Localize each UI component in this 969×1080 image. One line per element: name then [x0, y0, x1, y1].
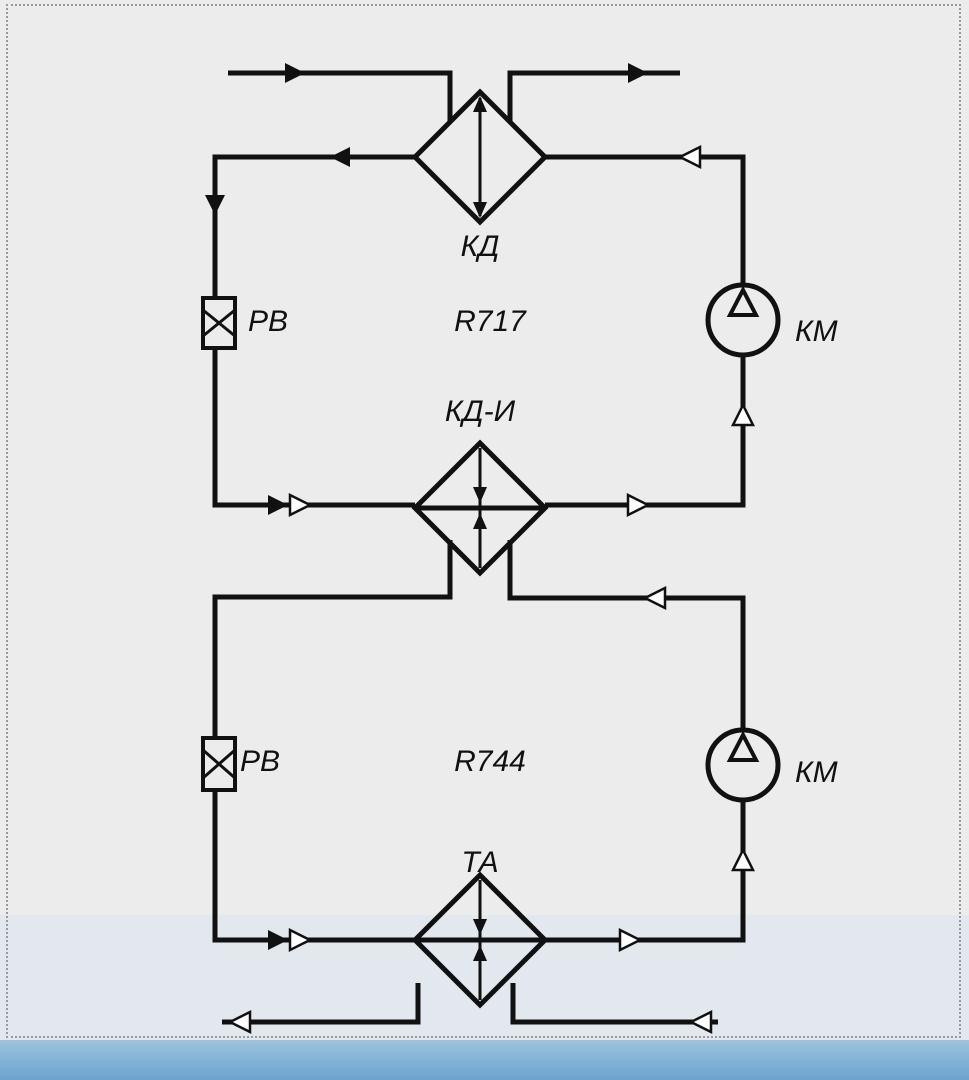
flow-arrow-icon [227, 1009, 252, 1035]
label-r717: R717 [454, 305, 527, 338]
r744-liquid-line [212, 540, 453, 943]
flow-arrow-icon [288, 927, 313, 953]
flow-arrow-icon [268, 930, 288, 950]
flow-arrow-icon [205, 195, 225, 215]
flow-arrow-icon [628, 63, 648, 83]
compressor-top [705, 282, 781, 358]
figure-frame [6, 4, 961, 1038]
brine-outlet [222, 983, 421, 1025]
label-kd: КД [461, 230, 500, 263]
flow-arrow-icon [268, 495, 288, 515]
brine-inlet [510, 983, 718, 1025]
coolant-inlet-top [228, 70, 453, 122]
flow-arrow-icon [688, 1009, 713, 1035]
page-bottom-bar [0, 1040, 969, 1080]
flow-arrow-icon [626, 492, 651, 518]
flow-arrow-icon [677, 144, 702, 170]
flow-arrow-icon [288, 492, 313, 518]
r744-vapor-line [507, 540, 746, 943]
background-band [0, 915, 969, 1040]
flow-arrow-icon [618, 927, 643, 953]
flow-arrow-icon [642, 585, 667, 611]
label-ta: ТА [461, 846, 498, 879]
condenser-kd [411, 88, 549, 226]
expansion-valve-top [201, 296, 237, 350]
flow-arrow-icon [730, 402, 756, 427]
flow-arrow-icon [730, 847, 756, 872]
label-valve-top: РВ [248, 305, 288, 338]
flow-arrow-icon [330, 147, 350, 167]
flow-arrow-icon [285, 63, 305, 83]
label-compressor-top: КМ [795, 315, 838, 348]
compressor-bottom [705, 727, 781, 803]
expansion-valve-bottom [201, 736, 237, 792]
coolant-outlet-top [507, 70, 680, 122]
label-compressor-bottom: КМ [795, 756, 838, 789]
r717-liquid-line [212, 154, 415, 508]
label-r744: R744 [454, 745, 526, 778]
label-valve-bottom: РВ [240, 745, 280, 778]
label-kd-i: КД-И [445, 395, 516, 428]
